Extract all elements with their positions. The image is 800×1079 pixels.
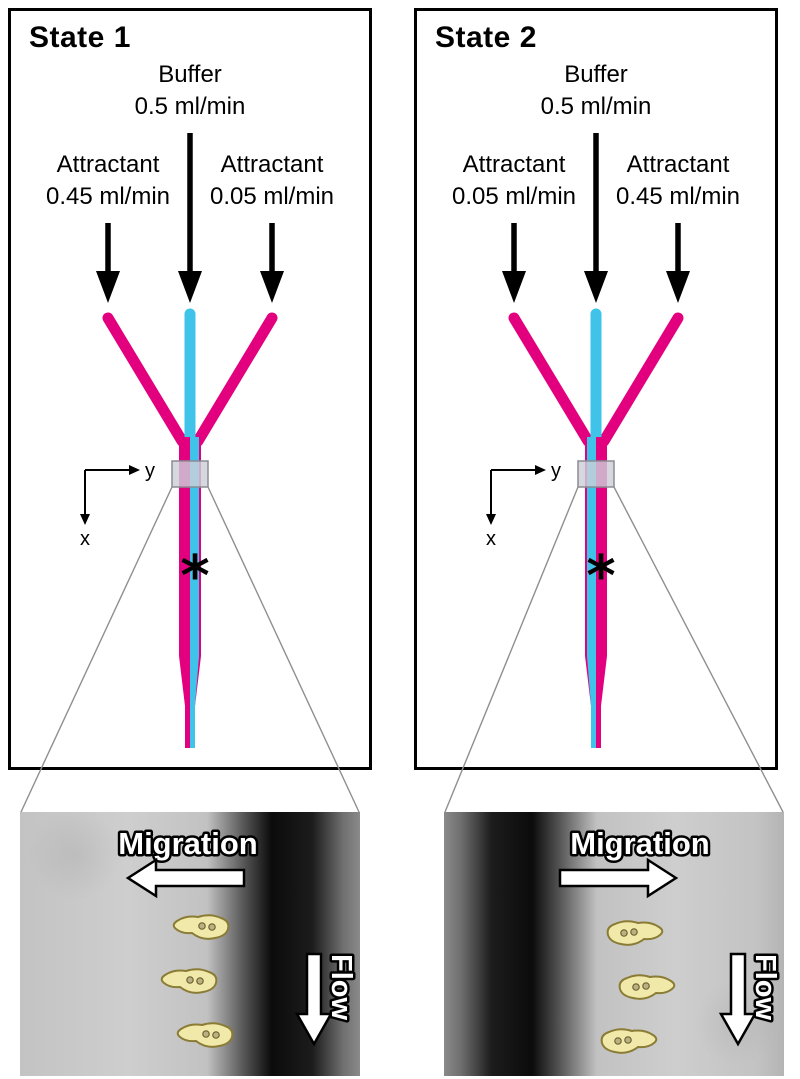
micrograph-state-1: Migration Flow bbox=[20, 812, 360, 1076]
left-attractant-label: Attractant bbox=[462, 151, 566, 178]
buffer-label: Buffer bbox=[158, 61, 222, 88]
observation-window bbox=[171, 460, 209, 488]
axis-x-label: x bbox=[80, 528, 90, 550]
micrograph-state-2: Migration Flow bbox=[444, 812, 784, 1076]
axis-y-arrow-icon bbox=[535, 465, 546, 475]
flow-label: Flow bbox=[749, 954, 781, 1020]
cell-icon bbox=[176, 1022, 234, 1048]
right-attractant-rate: 0.05 ml/min bbox=[209, 183, 335, 210]
axis-y-arrow-icon bbox=[129, 465, 140, 475]
axis-x-label: x bbox=[486, 528, 496, 550]
left-attractant-channel bbox=[508, 312, 594, 447]
left-inlet-arrow-icon bbox=[96, 223, 120, 303]
main-channel bbox=[585, 437, 607, 656]
panel-title: State 1 bbox=[29, 21, 131, 54]
migration-label: Migration bbox=[570, 826, 710, 861]
migration-label: Migration bbox=[118, 826, 258, 861]
cell-icon bbox=[618, 974, 676, 1000]
panel-state-2: State 2 Buffer 0.5 ml/min Attractant 0.0… bbox=[414, 8, 778, 770]
cell-icon bbox=[160, 968, 218, 994]
main-channel bbox=[179, 437, 201, 656]
cell-icon bbox=[172, 914, 230, 940]
axis-x-arrow-icon bbox=[80, 514, 90, 525]
cell-icon bbox=[606, 920, 664, 946]
right-attractant-channel bbox=[598, 312, 684, 447]
asterisk-marker: * bbox=[180, 544, 209, 609]
right-attractant-channel bbox=[192, 312, 278, 447]
device-schematic: y x * bbox=[80, 133, 284, 748]
flow-arrow-down-icon bbox=[718, 952, 758, 1047]
right-attractant-label: Attractant bbox=[220, 151, 324, 178]
axis-y-label: y bbox=[551, 460, 561, 482]
flow-label: Flow bbox=[325, 954, 357, 1020]
left-attractant-rate: 0.05 ml/min bbox=[451, 183, 577, 210]
left-inlet-arrow-icon bbox=[502, 223, 526, 303]
left-attractant-channel bbox=[102, 312, 188, 447]
right-attractant-rate: 0.45 ml/min bbox=[615, 183, 741, 210]
buffer-rate: 0.5 ml/min bbox=[134, 93, 246, 120]
right-inlet-arrow-icon bbox=[666, 223, 690, 303]
observation-window bbox=[577, 460, 615, 488]
coordinate-axes: y x bbox=[80, 460, 155, 550]
buffer-rate: 0.5 ml/min bbox=[540, 93, 652, 120]
panel-state-1: State 1 Buffer 0.5 ml/min Attractant 0.4… bbox=[8, 8, 372, 770]
coordinate-axes: y x bbox=[486, 460, 561, 550]
cell-icon bbox=[600, 1028, 658, 1054]
left-attractant-label: Attractant bbox=[56, 151, 160, 178]
channel-outlet bbox=[179, 656, 201, 748]
migration-arrow-left-icon bbox=[125, 857, 246, 899]
right-inlet-arrow-icon bbox=[260, 223, 284, 303]
asterisk-marker: * bbox=[586, 544, 615, 609]
panel-title: State 2 bbox=[435, 21, 537, 54]
migration-arrow-right-icon bbox=[558, 857, 679, 899]
buffer-label: Buffer bbox=[564, 61, 628, 88]
left-attractant-rate: 0.45 ml/min bbox=[45, 183, 171, 210]
axis-y-label: y bbox=[145, 460, 155, 482]
axis-x-arrow-icon bbox=[486, 514, 496, 525]
channel-outlet bbox=[585, 656, 607, 748]
buffer-inlet-arrow-icon bbox=[178, 133, 202, 303]
device-schematic: y x * bbox=[486, 133, 690, 748]
buffer-inlet-arrow-icon bbox=[584, 133, 608, 303]
flow-arrow-down-icon bbox=[294, 952, 334, 1047]
right-attractant-label: Attractant bbox=[626, 151, 730, 178]
